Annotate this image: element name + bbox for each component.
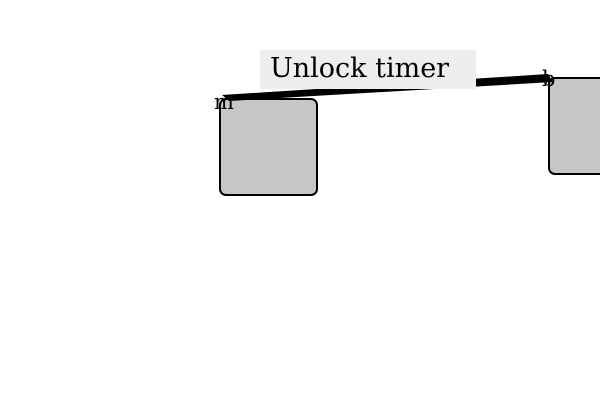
left-node-box[interactable] [219,98,318,196]
right-port-label: b [542,67,556,91]
left-port-label: m [214,90,234,114]
right-node-box[interactable] [548,77,600,175]
edge-label: Unlock timer [270,53,450,84]
edge-label-background [260,50,476,89]
